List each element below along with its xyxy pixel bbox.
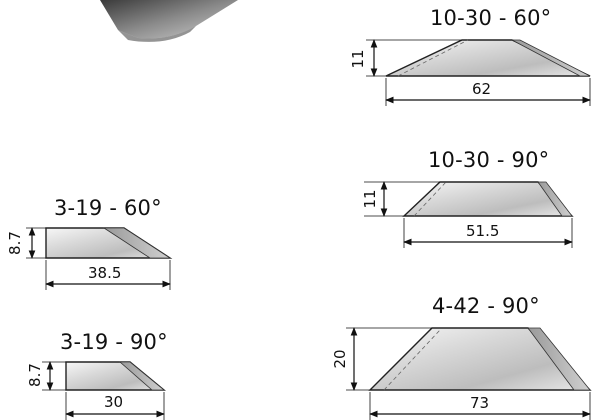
width-label-4-42-90: 73 bbox=[470, 394, 490, 412]
width-label-10-30-90: 51.5 bbox=[466, 222, 500, 240]
height-label-10-30-90: 11 bbox=[361, 189, 379, 209]
blade-3-19-60 bbox=[26, 227, 173, 290]
width-label-10-30-60: 62 bbox=[472, 80, 492, 98]
blade-3-19-90 bbox=[42, 361, 166, 420]
blade-bevel bbox=[118, 361, 166, 391]
height-label-4-42-90: 20 bbox=[331, 349, 349, 369]
blade-title-4-42-90: 4-42 - 90° bbox=[432, 294, 540, 318]
blade-bevel bbox=[102, 227, 172, 259]
width-label-3-19-60: 38.5 bbox=[88, 264, 122, 282]
blade-title-10-30-90: 10-30 - 90° bbox=[428, 148, 550, 172]
blade-body bbox=[385, 39, 591, 77]
blade-title-3-19-90: 3-19 - 90° bbox=[60, 330, 168, 354]
width-label-3-19-90: 30 bbox=[104, 393, 124, 411]
height-label-3-19-90: 8.7 bbox=[26, 363, 44, 387]
height-label-10-30-60: 11 bbox=[349, 49, 367, 69]
blade-title-3-19-60: 3-19 - 60° bbox=[54, 196, 162, 220]
height-label-3-19-60: 8.7 bbox=[6, 231, 24, 255]
blade-bevel bbox=[527, 327, 591, 391]
blade-4-42-90 bbox=[346, 327, 592, 420]
blade-bevel bbox=[537, 181, 573, 217]
blade-10-30-60 bbox=[366, 39, 591, 106]
blade-title-10-30-60: 10-30 - 60° bbox=[430, 6, 552, 30]
blade-photo bbox=[100, 0, 238, 42]
blade-10-30-90 bbox=[364, 181, 574, 248]
blade-bevel bbox=[511, 39, 591, 77]
